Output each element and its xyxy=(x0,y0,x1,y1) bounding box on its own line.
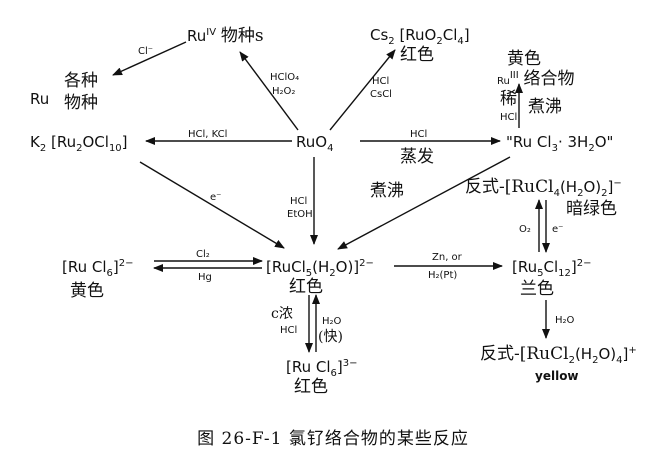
yellow-complex-label-2: RuIII 络合物 xyxy=(497,69,575,89)
ru-metal: Ru xyxy=(30,90,50,108)
arrow-ruo4-to-cs2ruo2cl4 xyxy=(329,49,396,131)
arrow-k2-to-rucl5 xyxy=(139,161,285,249)
label-h2o2: H₂O₂ xyxy=(272,86,296,97)
trans-rucl4-h2o2: 反式-[RuCl4(H2O)2]− xyxy=(465,177,622,199)
ru5cl12: [Ru5Cl12]2− xyxy=(512,258,592,279)
label-hcl-evap: HCl xyxy=(410,129,428,140)
label-cl-minus: Cl⁻ xyxy=(138,46,154,57)
dark-green-label: 暗绿色 xyxy=(566,199,617,219)
label-h2o-fast: H₂O xyxy=(322,316,342,327)
rucl6-3minus: [Ru Cl6]3− xyxy=(286,358,358,379)
label-dilute: 稀 xyxy=(500,89,517,109)
cs2-ruo2cl4-color: 红色 xyxy=(400,45,434,65)
rucl5-color: 红色 xyxy=(289,277,323,297)
ru-species-label: 各种 物种 xyxy=(64,71,98,113)
label-cl2: Cl₂ xyxy=(196,249,210,260)
label-h2o: H₂O xyxy=(555,315,575,326)
label-boil-2: 煮沸 xyxy=(370,181,404,201)
rucl3-3h2o: "Ru Cl3· 3H2O" xyxy=(506,133,614,154)
rucl6-3-color: 红色 xyxy=(294,377,328,397)
label-hcl-etoh-2: EtOH xyxy=(287,209,313,220)
label-o2: O₂ xyxy=(519,224,531,235)
label-e-minus-2: e⁻ xyxy=(552,224,564,235)
ruiv-species: RuIV 物种s xyxy=(187,26,264,46)
label-evaporate: 蒸发 xyxy=(400,147,434,167)
label-h2pt: H₂(Pt) xyxy=(428,270,458,281)
arrow-ruo4-to-ruiv xyxy=(239,51,299,131)
yellow-complex-label-1: 黄色 xyxy=(507,49,541,69)
rucl6-2minus: [Ru Cl6]2− xyxy=(62,258,134,279)
yellow-label: yellow xyxy=(535,369,579,383)
label-conc: c浓 xyxy=(271,306,293,322)
label-fast: (快) xyxy=(318,329,343,345)
ruo4: RuO4 xyxy=(296,133,334,154)
label-hcl-kcl: HCl, KCl xyxy=(188,129,228,140)
label-boil-1: 煮沸 xyxy=(528,97,562,117)
trans-rucl2-h2o4: 反式-[RuCl2(H2O)4]+ xyxy=(480,344,637,366)
arrow-rucl3-to-rucl5 xyxy=(337,156,511,250)
label-hcl-etoh-1: HCl xyxy=(290,196,308,207)
label-hg: Hg xyxy=(198,272,212,283)
ru5cl12-color: 兰色 xyxy=(520,279,554,299)
rucl6-color: 黄色 xyxy=(70,281,104,301)
label-hcl-cscl-2: CsCl xyxy=(370,89,392,100)
label-hcl-cscl-1: HCl xyxy=(372,76,390,87)
figure-caption: 图 26-F-1 氯钌络合物的某些反应 xyxy=(197,429,469,449)
label-hclo4: HClO₄ xyxy=(270,72,300,83)
cs2-ruo2cl4: Cs2 [RuO2Cl4] xyxy=(370,26,470,47)
k2-ru2ocl10: K2 [Ru2OCl10] xyxy=(30,133,128,154)
label-zn-or: Zn, or xyxy=(432,252,462,263)
label-hcl-conc: HCl xyxy=(280,325,298,336)
rucl5-h2o: [RuCl5(H2O)]2− xyxy=(266,258,374,279)
label-hcl-boil: HCl xyxy=(500,112,518,123)
label-e-minus: e⁻ xyxy=(210,192,222,203)
arrow-ruiv-to-ru xyxy=(112,41,187,76)
